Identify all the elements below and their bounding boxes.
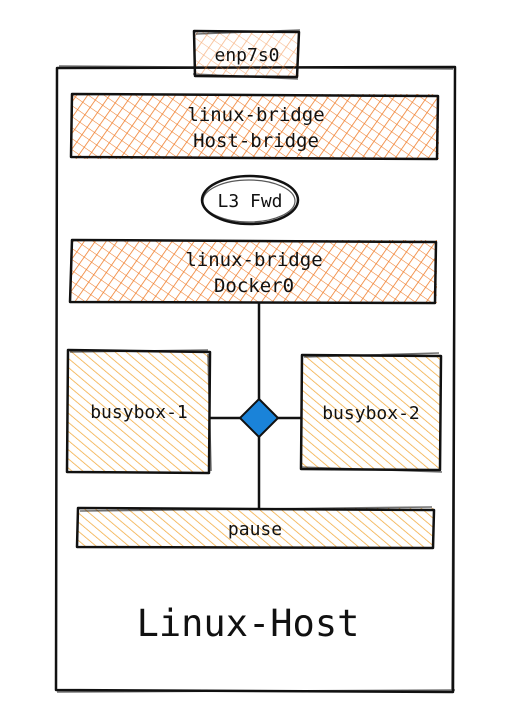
- host-label: Linux-Host: [137, 602, 360, 645]
- pause-box: pause: [75, 506, 436, 550]
- container-1-box: busybox-1: [65, 348, 212, 475]
- l3-forward-label: L3 Fwd: [217, 191, 282, 212]
- switch-diamond: [238, 397, 280, 439]
- docker-bridge-box: linux-bridge Docker0: [68, 238, 438, 305]
- pause-label: pause: [228, 519, 282, 540]
- host-bridge-box: linux-bridge Host-bridge: [69, 92, 440, 161]
- nic-box: enp7s0: [192, 29, 301, 80]
- l3-forward-node: L3 Fwd: [200, 174, 300, 226]
- docker-bridge-line2: Docker0: [214, 275, 294, 297]
- container-2-box: busybox-2: [299, 352, 443, 473]
- host-bridge-line2: Host-bridge: [193, 130, 319, 152]
- nic-label: enp7s0: [214, 45, 279, 66]
- container-1-label: busybox-1: [90, 402, 188, 423]
- linux-host-box: [54, 65, 457, 694]
- connection-lines: [210, 303, 302, 508]
- host-bridge-line1: linux-bridge: [187, 104, 324, 126]
- container-2-label: busybox-2: [322, 403, 420, 424]
- docker-bridge-line1: linux-bridge: [185, 249, 322, 271]
